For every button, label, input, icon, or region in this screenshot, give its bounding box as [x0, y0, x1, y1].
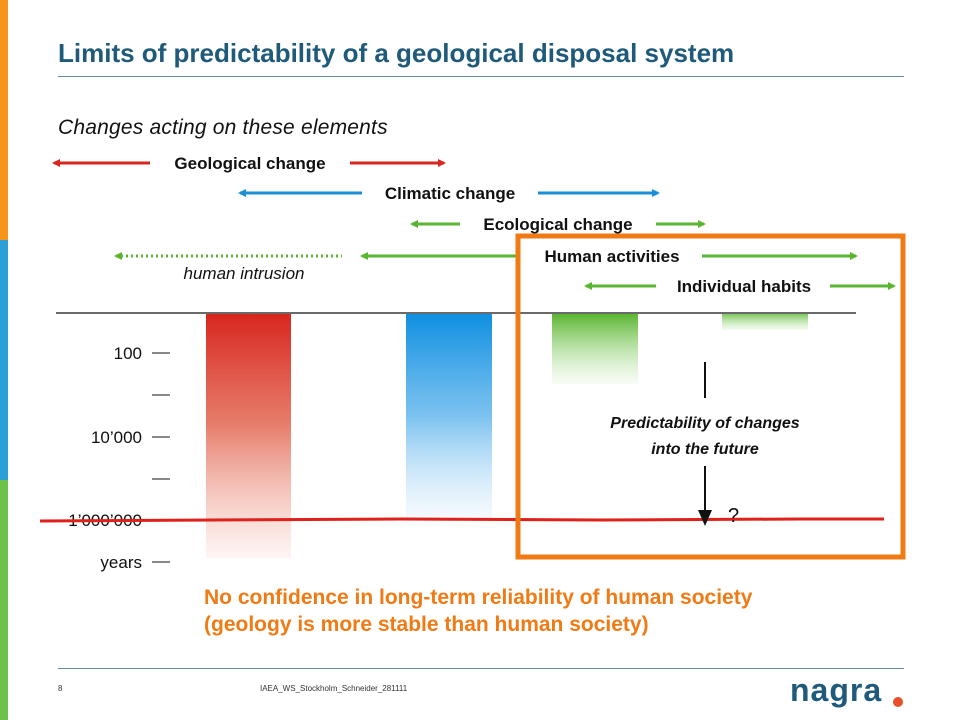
- tick-label-10000: 10’000: [91, 428, 142, 447]
- conclusion-line-2: (geology is more stable than human socie…: [204, 613, 649, 636]
- conclusion-line-1: No confidence in long-term reliability o…: [204, 586, 753, 609]
- down-arrow-icon: [698, 510, 712, 526]
- climatic-change-label: Climatic change: [385, 184, 515, 203]
- time-axis: 100 10’000 1’000’000 years: [68, 344, 170, 572]
- human-activities-arrow: Human activities: [360, 247, 858, 266]
- footer-document-id: IAEA_WS_Stockholm_Schneider_281111: [260, 684, 408, 693]
- subtitle: Changes acting on these elements: [58, 116, 388, 139]
- ecological-bar: [552, 314, 638, 384]
- geological-change-arrow: Geological change: [52, 154, 446, 173]
- million-year-line: [39, 517, 884, 523]
- predictability-label-line2: into the future: [651, 441, 759, 458]
- climatic-change-arrow: Climatic change: [238, 184, 660, 203]
- individual-habits-bar: [722, 314, 808, 330]
- ecological-change-arrow: Ecological change: [410, 215, 706, 234]
- human-intrusion-label: human intrusion: [184, 264, 305, 283]
- predictability-label-line1: Predictability of changes: [610, 415, 799, 432]
- climatic-bar: [406, 314, 492, 518]
- slide-title: Limits of predictability of a geological…: [58, 38, 735, 68]
- footer-divider: [58, 668, 904, 669]
- human-intrusion-arrow: human intrusion: [114, 252, 342, 283]
- uncertainty-mark: ?: [728, 505, 739, 527]
- title-divider: [58, 76, 904, 77]
- edge-bar-green: [0, 480, 8, 720]
- tick-label-100: 100: [114, 344, 142, 363]
- conclusion-text: No confidence in long-term reliability o…: [204, 584, 752, 638]
- nagra-logo: nagra: [790, 672, 883, 708]
- human-activities-label: Human activities: [544, 247, 679, 266]
- edge-bar-orange: [0, 0, 8, 240]
- footer-page-number: 8: [58, 684, 63, 693]
- predictability-highlight-box: [515, 233, 906, 560]
- individual-habits-arrow: Individual habits: [584, 277, 896, 296]
- geological-change-label: Geological change: [174, 154, 325, 173]
- individual-habits-label: Individual habits: [677, 277, 811, 296]
- geological-bar: [206, 314, 291, 558]
- edge-bar-blue: [0, 240, 8, 480]
- logo-dot: [893, 697, 903, 707]
- ecological-change-label: Ecological change: [483, 215, 632, 234]
- tick-label-years: years: [100, 553, 142, 572]
